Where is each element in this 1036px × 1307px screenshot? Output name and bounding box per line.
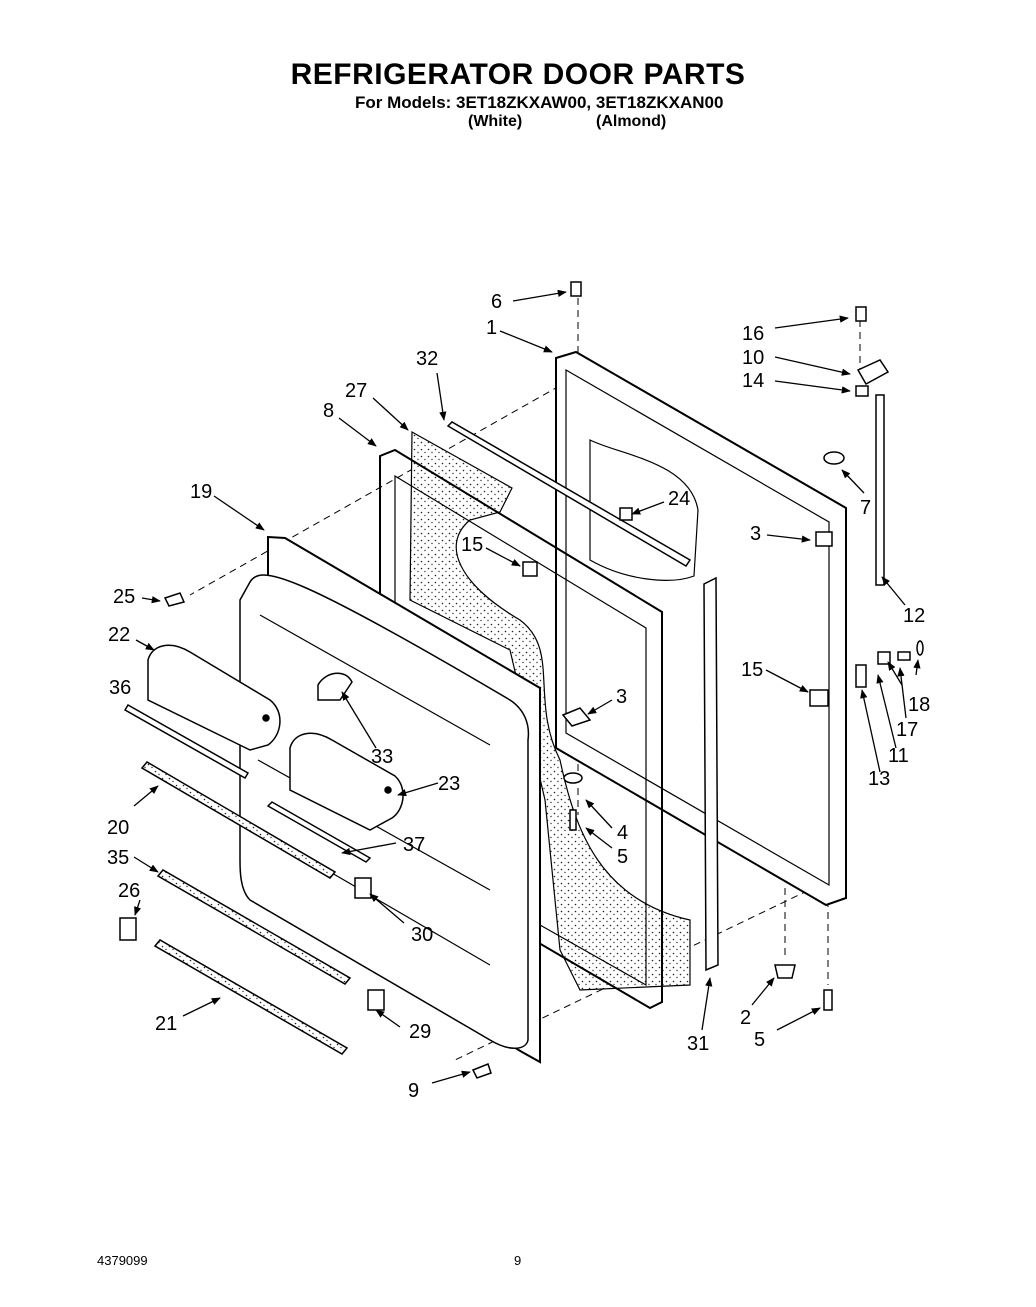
- variant-almond-label: (Almond): [596, 113, 667, 130]
- callout-27: 27: [345, 380, 367, 402]
- callout-22: 22: [108, 624, 130, 646]
- door-shelf-rails: [123, 703, 372, 1055]
- callout-12: 12: [903, 605, 925, 627]
- callout-16: 16: [742, 323, 764, 345]
- page-title: REFRIGERATOR DOOR PARTS: [290, 58, 746, 91]
- callout-3-upper: 3: [750, 523, 761, 545]
- callout-35: 35: [107, 847, 129, 869]
- callout-3-lower: 3: [616, 686, 627, 708]
- callout-25: 25: [113, 586, 135, 608]
- callout-4: 4: [617, 822, 628, 844]
- callout-36: 36: [109, 677, 131, 699]
- callout-19: 19: [190, 481, 212, 503]
- callout-15-outer: 15: [741, 659, 763, 681]
- callout-21: 21: [155, 1013, 177, 1035]
- door-stiffener-31: [703, 576, 719, 972]
- callout-30: 30: [411, 924, 433, 946]
- variant-white-label: (White): [468, 113, 523, 130]
- callout-9: 9: [408, 1080, 419, 1102]
- callout-24: 24: [668, 488, 690, 510]
- callout-labels: 6 1 16 10 14 32 27 8 19 24 15 3 7 12 25 …: [107, 291, 930, 1102]
- callout-2: 2: [740, 1007, 751, 1029]
- page-number: 9: [514, 1253, 522, 1268]
- callout-18: 18: [908, 694, 930, 716]
- callout-13: 13: [868, 768, 890, 790]
- callout-5-outer: 5: [754, 1029, 765, 1051]
- models-line: For Models: 3ET18ZKXAW00, 3ET18ZKXAN00: [355, 93, 724, 112]
- callout-23: 23: [438, 773, 460, 795]
- callout-29: 29: [409, 1021, 431, 1043]
- door-gasket-strip-32: [446, 421, 692, 568]
- callout-37: 37: [403, 834, 425, 856]
- bin-cover-22: [147, 644, 281, 751]
- callout-15-inner: 15: [461, 534, 483, 556]
- callout-10: 10: [742, 347, 764, 369]
- bin-cover-23: [289, 732, 404, 831]
- callout-5-inner: 5: [617, 846, 628, 868]
- callout-14: 14: [742, 370, 764, 392]
- callout-8: 8: [323, 400, 334, 422]
- document-number: 4379099: [97, 1253, 148, 1268]
- callout-33: 33: [371, 746, 393, 768]
- outer-door-panel: [555, 350, 847, 907]
- leader-arrows: [133, 289, 921, 1084]
- callout-17: 17: [896, 719, 918, 741]
- callout-32: 32: [416, 348, 438, 370]
- callout-11: 11: [888, 745, 909, 767]
- callout-1: 1: [486, 317, 497, 339]
- callout-6: 6: [491, 291, 502, 313]
- callout-7: 7: [860, 497, 871, 519]
- callout-26: 26: [118, 880, 140, 902]
- callout-31: 31: [687, 1033, 709, 1055]
- callout-20: 20: [107, 817, 129, 839]
